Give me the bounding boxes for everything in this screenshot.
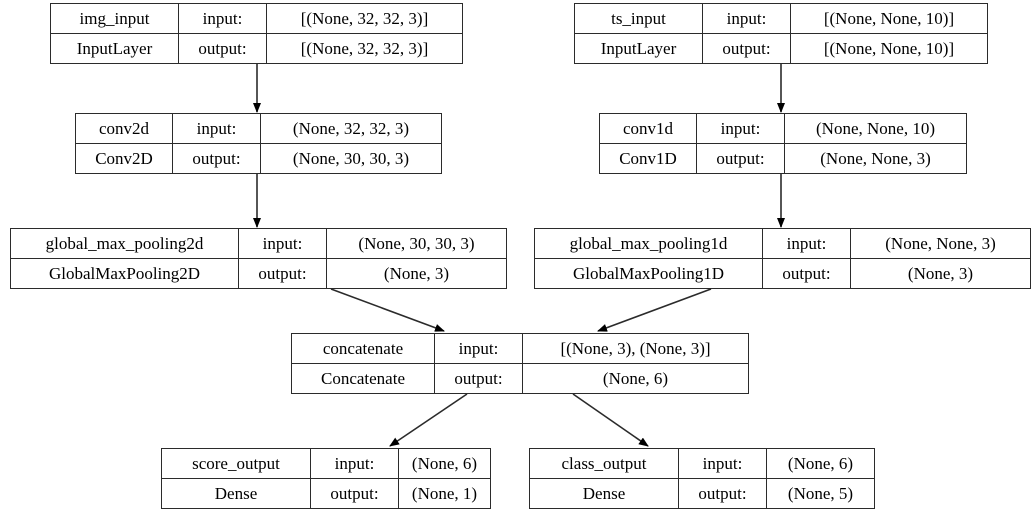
output-label: output:: [763, 259, 851, 288]
input-label: input:: [173, 114, 261, 143]
layer-class-name: Dense: [162, 479, 311, 508]
input-shape: (None, None, 3): [885, 234, 996, 253]
output-shape: (None, 1): [411, 484, 478, 503]
layer-name: global_max_pooling1d: [535, 229, 763, 258]
input-shape: (None, None, 10): [816, 119, 935, 138]
output-shape: (None, None, 3): [820, 149, 931, 168]
input-shape: (None, 30, 30, 3): [358, 234, 475, 253]
input-label: input:: [763, 229, 851, 258]
layer-class-name: Conv2D: [76, 144, 173, 173]
input-label: input:: [435, 334, 523, 363]
layer-name: global_max_pooling2d: [11, 229, 239, 258]
input-shape: (None, 32, 32, 3): [292, 119, 410, 138]
input-shape: (None, 6): [411, 454, 478, 473]
layer-class-name: Dense: [530, 479, 679, 508]
input-label: input:: [179, 4, 267, 33]
output-shape: (None, 5): [787, 484, 854, 503]
input-label: input:: [703, 4, 791, 33]
output-label: output:: [697, 144, 785, 173]
output-label: output:: [703, 34, 791, 63]
output-shape: [(None, 32, 32, 3)]: [300, 39, 429, 58]
output-label: output:: [173, 144, 261, 173]
output-label: output:: [179, 34, 267, 63]
input-shape: [(None, 32, 32, 3)]: [300, 9, 429, 28]
input-shape: [(None, None, 10)]: [823, 9, 955, 28]
layer-class-name: GlobalMaxPooling2D: [11, 259, 239, 288]
output-shape: (None, 3): [907, 264, 974, 283]
output-label: output:: [239, 259, 327, 288]
input-label: input:: [239, 229, 327, 258]
output-shape: (None, 6): [602, 369, 669, 388]
layer-name: class_output: [530, 449, 679, 478]
edge-global_max_pooling1d-to-concatenate: [597, 288, 712, 332]
layer-name: conv1d: [600, 114, 697, 143]
output-label: output:: [435, 364, 523, 393]
input-label: input:: [311, 449, 399, 478]
layer-name: score_output: [162, 449, 311, 478]
input-shape: (None, 6): [787, 454, 854, 473]
layer-name: concatenate: [292, 334, 435, 363]
layer-class-name: Concatenate: [292, 364, 435, 393]
input-label: input:: [679, 449, 767, 478]
layer-class-name: Conv1D: [600, 144, 697, 173]
output-shape: (None, 3): [383, 264, 450, 283]
edge-concatenate-to-class_output: [572, 393, 649, 447]
layer-name: img_input: [51, 4, 179, 33]
layer-class-name: InputLayer: [575, 34, 703, 63]
layer-name: conv2d: [76, 114, 173, 143]
layer-class-name: InputLayer: [51, 34, 179, 63]
output-label: output:: [679, 479, 767, 508]
edge-concatenate-to-score_output: [389, 393, 468, 447]
layer-name: ts_input: [575, 4, 703, 33]
edge-global_max_pooling2d-to-concatenate: [330, 288, 445, 332]
layer-class-name: GlobalMaxPooling1D: [535, 259, 763, 288]
output-label: output:: [311, 479, 399, 508]
input-label: input:: [697, 114, 785, 143]
output-shape: (None, 30, 30, 3): [292, 149, 410, 168]
output-shape: [(None, None, 10)]: [823, 39, 955, 58]
input-shape: [(None, 3), (None, 3)]: [560, 339, 711, 358]
